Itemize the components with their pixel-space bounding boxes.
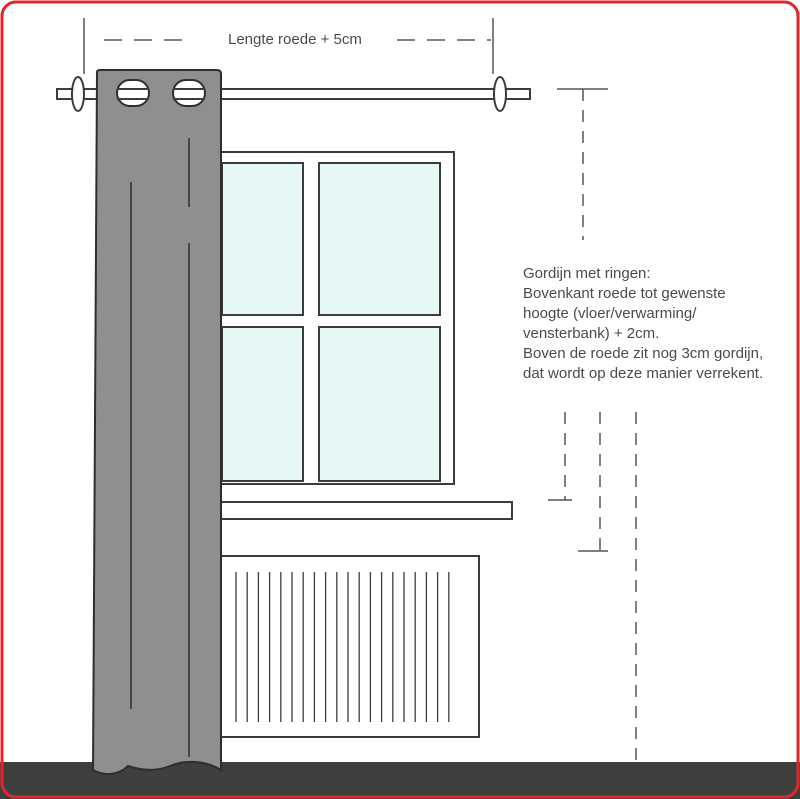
curtain-ring-2 xyxy=(172,79,206,107)
window-pane-bottom-right xyxy=(318,326,441,482)
rod-length-dimension xyxy=(83,18,494,74)
curtain-panel xyxy=(91,69,222,776)
window xyxy=(207,151,455,485)
curtain xyxy=(91,69,222,776)
rod-bar xyxy=(56,88,531,100)
rod-finial-left xyxy=(71,76,85,112)
instructions-line-3: hoogte (vloer/verwarming/ xyxy=(523,305,697,322)
rod-finial-right xyxy=(493,76,507,112)
window-pane-top-left xyxy=(221,162,304,316)
curtain-ring-1 xyxy=(116,79,150,107)
instructions-line-5: Boven de roede zit nog 3cm gordijn, xyxy=(523,345,764,362)
radiator xyxy=(213,555,480,738)
height-dimensions xyxy=(548,88,637,760)
instructions-line-2: Bovenkant roede tot gewenste xyxy=(523,285,726,302)
window-sill xyxy=(197,501,513,520)
window-pane-bottom-left xyxy=(221,326,304,482)
curtain-rod xyxy=(56,76,531,112)
rod-length-label: Lengte roede + 5cm xyxy=(224,31,366,48)
radiator-body xyxy=(213,555,480,738)
instructions-line-1: Gordijn met ringen: xyxy=(523,265,651,282)
instructions-text: Gordijn met ringen: Bovenkant roede tot … xyxy=(523,264,763,384)
instructions-line-6: dat wordt op deze manier verrekent. xyxy=(523,365,764,382)
instructions-line-4: vensterbank) + 2cm. xyxy=(523,325,660,342)
window-pane-top-right xyxy=(318,162,441,316)
radiator-fins xyxy=(235,572,450,722)
